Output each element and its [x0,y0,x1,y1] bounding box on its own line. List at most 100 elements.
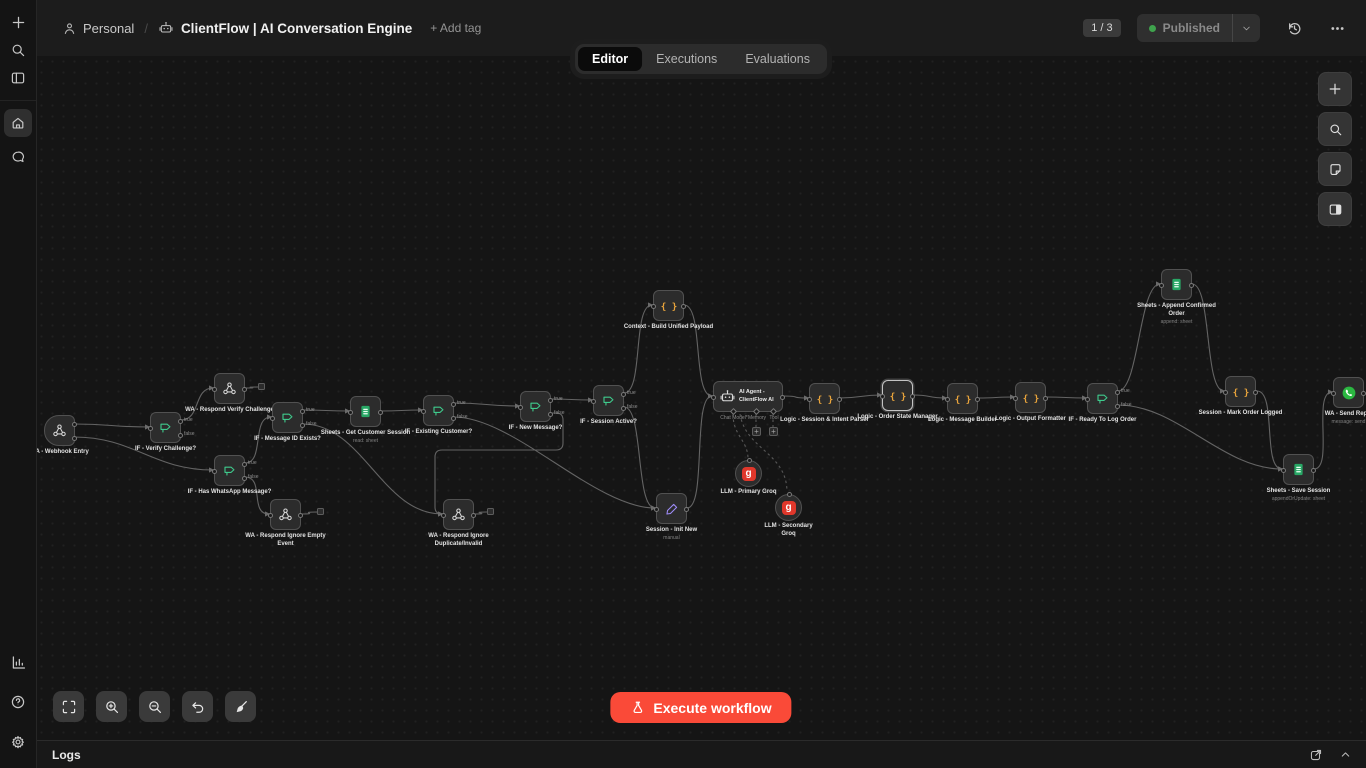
sub-node-port[interactable] [752,407,761,416]
connection-endpoint[interactable] [487,508,494,515]
canvas-search-button[interactable] [1318,112,1352,146]
sub-node-port[interactable] [769,407,778,416]
node-wa-respond-verify-challenge[interactable]: WA - Respond Verify Challenge [185,373,274,413]
add-connection-button[interactable]: + [769,427,778,436]
node-wa-send-reply[interactable]: WA - Send Replymessage: send [1325,377,1366,425]
new-workflow-button[interactable] [4,8,32,36]
node-session-mark-order-logged[interactable]: { }Session - Mark Order Logged [1199,376,1282,416]
workflow-title[interactable]: ClientFlow | AI Conversation Engine [180,20,413,36]
connection-endpoint[interactable] [317,508,324,515]
node-label: Context - Build Unified Payload [623,324,714,330]
node-label: WA - Respond Ignore Empty Event [245,533,326,548]
input-port [945,397,950,402]
tab-executions[interactable]: Executions [656,52,718,66]
sidebar-home-button[interactable] [4,109,32,137]
logs-panel-header[interactable]: Logs [36,740,1366,768]
output-port [787,492,792,497]
breadcrumb-separator: / [144,20,148,36]
logs-title: Logs [52,747,81,762]
execute-workflow-button[interactable]: Execute workflow [610,692,792,723]
node-label: WA - Respond Ignore Duplicate/Invalid [428,533,489,548]
svg-text:{ }: { } [1233,387,1249,398]
webhook-icon [52,423,67,438]
if-icon [280,410,295,425]
svg-text:{ }: { } [890,391,906,402]
sidebar-settings-button[interactable] [4,728,32,756]
svg-text:{ }: { } [1023,393,1039,404]
node-context-build-unified-payload[interactable]: { }Context - Build Unified Payload [624,290,713,330]
code-braces-icon: { } [1233,384,1249,400]
publish-status-dropdown[interactable]: Published [1136,14,1260,42]
input-port [348,410,353,415]
zoom-in-button[interactable] [96,691,127,722]
output-port-label: true [627,390,636,396]
code-braces-icon: { } [890,388,906,404]
output-port [300,409,305,414]
zoom-in-icon [105,700,118,713]
breadcrumb-workspace[interactable]: Personal [83,20,135,36]
undo-button[interactable] [182,691,213,722]
input-port [441,513,446,518]
node-label: Logic - Output Formatter [995,416,1066,422]
node-label: LLM - Primary Groq [720,489,777,495]
tidy-up-button[interactable] [225,691,256,722]
code-braces-icon: { } [1023,390,1039,406]
robot-icon [719,388,736,405]
panel-toggle-button[interactable] [1318,192,1352,226]
zoom-out-button[interactable] [139,691,170,722]
add-connection-button[interactable]: + [752,427,761,436]
node-logic-message-builder[interactable]: { }Logic - Message Builder [928,383,997,423]
version-indicator[interactable]: 1 / 3 [1083,19,1121,37]
sidebar-chat-button[interactable] [4,143,32,171]
node-label: Logic - Session & Intent Parser [780,417,869,423]
more-options-button[interactable] [1329,20,1346,37]
add-node-button[interactable] [1318,72,1352,106]
connection-endpoint[interactable] [258,383,265,390]
sidebar-insights-button[interactable] [4,648,32,676]
sub-node-port[interactable] [729,407,738,416]
sidebar-toggle-button[interactable] [4,64,32,92]
workflow-history-button[interactable] [1286,20,1303,37]
fit-view-button[interactable] [53,691,84,722]
node-label: Logic - Order State Manager [857,414,938,420]
output-port-label: true [306,407,315,413]
home-icon [12,117,24,129]
output-port [298,513,303,518]
publish-chevron-button[interactable] [1233,23,1260,34]
sticky-note-button[interactable] [1318,152,1352,186]
node-webhook-entry[interactable]: WA - Webhook Entry [30,415,89,455]
sidebar-help-button[interactable] [4,688,32,716]
add-tag-button[interactable]: + Add tag [430,21,482,35]
node-wa-respond-ignore-duplicate-invalid[interactable]: WA - Respond Ignore Duplicate/Invalid [428,499,489,547]
node-logic-order-state-manager[interactable]: { } Logic - Order State Manager [857,380,938,420]
node-logic-session-intent-parser[interactable]: { }Logic - Session & Intent Parser [780,383,869,423]
panel-right-icon [1329,203,1341,215]
panel-left-icon [11,72,25,84]
node-label: WA - Webhook Entry [30,449,89,455]
collapse-logs-button[interactable] [1339,748,1352,761]
tab-editor[interactable]: Editor [578,47,643,71]
node-wa-respond-ignore-empty-event[interactable]: WA - Respond Ignore Empty Event [245,499,326,547]
output-port [378,410,383,415]
input-port [1223,390,1228,395]
output-port [780,395,785,400]
open-logs-panel-button[interactable] [1309,748,1323,762]
sidebar-search-button[interactable] [4,36,32,64]
tab-evaluations[interactable]: Evaluations [745,52,810,66]
node-logic-output-formatter[interactable]: { } Logic - Output Formatter [995,382,1066,422]
